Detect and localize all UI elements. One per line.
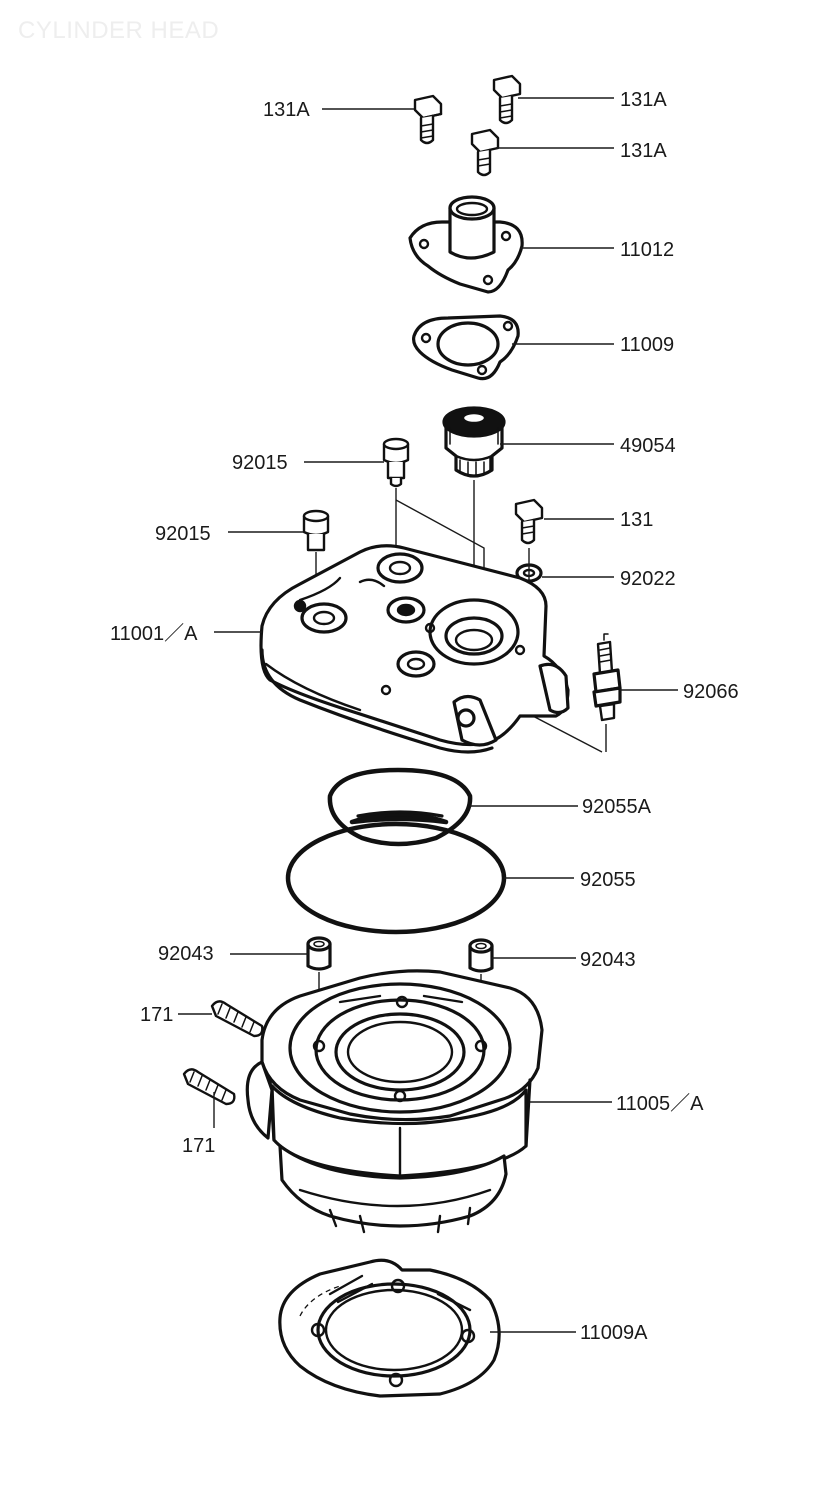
part-11005A-cylinder bbox=[245, 969, 544, 1234]
part-11001A-cylinder-head bbox=[259, 544, 570, 754]
label-11012: 11012 bbox=[620, 239, 674, 261]
part-11012-water-cover bbox=[408, 195, 524, 294]
bolt-131A-left bbox=[413, 94, 443, 145]
label-131: 131 bbox=[620, 509, 653, 531]
diagram-title: CYLINDER HEAD bbox=[18, 17, 219, 44]
label-131A-mid: 131A bbox=[620, 140, 667, 162]
label-92043-right: 92043 bbox=[580, 949, 636, 971]
part-11009-gasket bbox=[412, 314, 520, 381]
leader-lines bbox=[178, 97, 678, 1333]
label-49054: 49054 bbox=[620, 435, 676, 457]
bolt-131A-top bbox=[492, 74, 522, 125]
label-171-upper: 171 bbox=[140, 1004, 173, 1026]
label-92015-upper: 92015 bbox=[232, 452, 288, 474]
stud-171-upper bbox=[210, 1000, 264, 1038]
part-labels: 131A 131A 131A 11012 11009 49054 92015 9… bbox=[110, 89, 739, 1344]
bolt-92015-lower bbox=[302, 509, 330, 552]
bolt-92015-upper bbox=[382, 437, 410, 488]
stud-171-lower bbox=[182, 1068, 236, 1106]
label-92055: 92055 bbox=[580, 869, 636, 891]
label-92055A: 92055A bbox=[582, 796, 652, 818]
label-131A-left: 131A bbox=[263, 99, 310, 121]
label-92022: 92022 bbox=[620, 568, 676, 590]
label-92043-left: 92043 bbox=[158, 943, 214, 965]
bolt-131A-mid bbox=[470, 128, 500, 177]
bolt-131 bbox=[514, 498, 544, 545]
label-92015-lower: 92015 bbox=[155, 523, 211, 545]
label-171-lower: 171 bbox=[182, 1135, 215, 1157]
part-92066-spark-plug bbox=[592, 633, 622, 722]
dowel-92043-right bbox=[468, 938, 494, 973]
label-92066: 92066 bbox=[683, 681, 739, 703]
label-11005A: 11005／A bbox=[616, 1093, 704, 1115]
label-11009: 11009 bbox=[620, 334, 674, 356]
part-11009A-base-gasket bbox=[278, 1258, 501, 1398]
part-49054-thermostat bbox=[442, 406, 506, 478]
dowel-92043-left bbox=[306, 936, 332, 971]
label-131A-top: 131A bbox=[620, 89, 667, 111]
label-11001A: 11001／A bbox=[110, 623, 198, 645]
label-11009A: 11009A bbox=[580, 1322, 648, 1344]
